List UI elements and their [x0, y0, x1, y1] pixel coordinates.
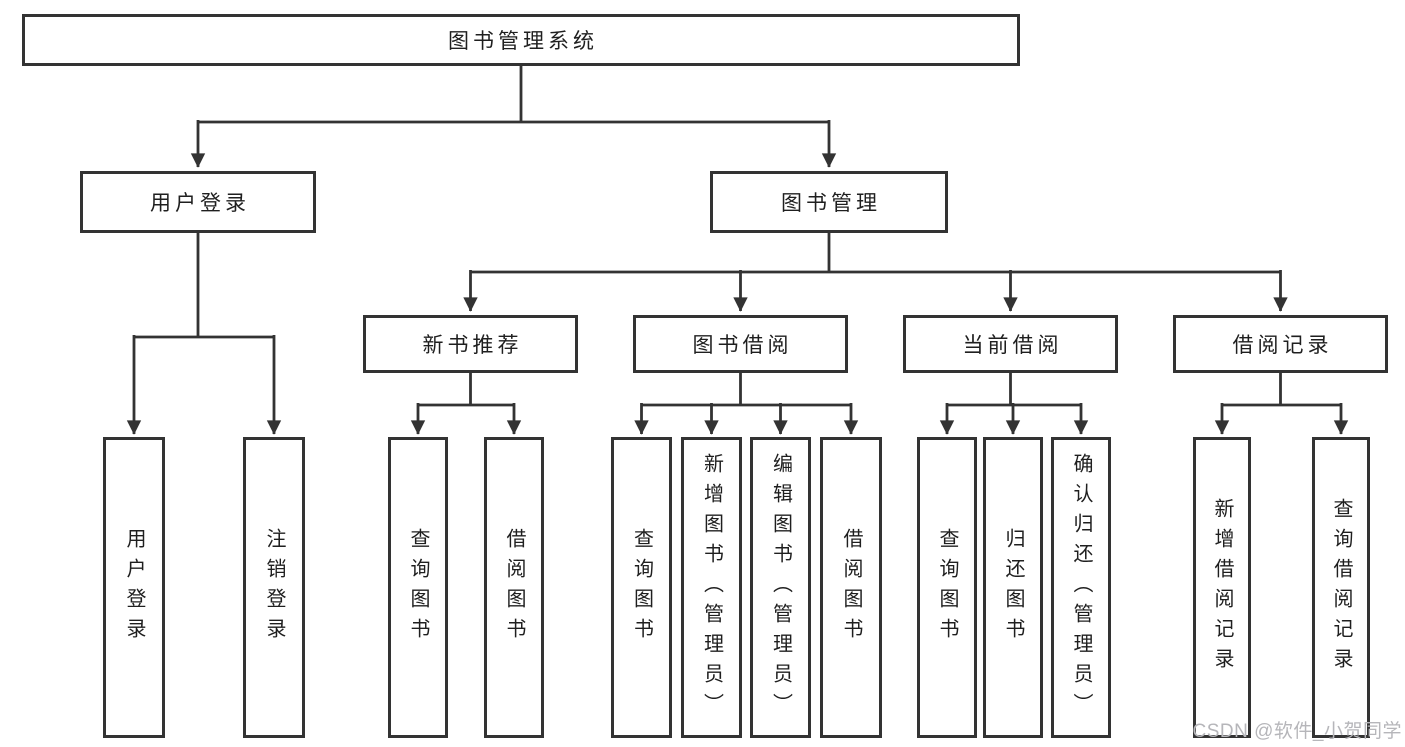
node-label: 借阅图书	[503, 527, 525, 648]
node-leaf-query-borrow-record: 查询借阅记录	[1312, 437, 1370, 738]
node-leaf-confirm-return-admin: 确认归还（管理员）	[1051, 437, 1111, 738]
node-label: 借阅记录	[1232, 334, 1333, 357]
node-label: 新书推荐	[422, 334, 523, 357]
node-book-borrowing: 图书借阅	[633, 315, 848, 373]
node-leaf-return-books: 归还图书	[983, 437, 1043, 738]
node-label: 用户登录	[150, 192, 250, 215]
node-borrow-records: 借阅记录	[1173, 315, 1388, 373]
node-root-system: 图书管理系统	[22, 14, 1020, 66]
node-label: 用户登录	[123, 527, 145, 648]
node-label: 归还图书	[1002, 527, 1024, 648]
node-label: 编辑图书（管理员）	[769, 452, 792, 723]
node-label: 查询图书	[630, 527, 653, 648]
node-leaf-add-borrow-record: 新增借阅记录	[1193, 437, 1251, 738]
node-label: 查询图书	[407, 527, 429, 648]
node-user-login: 用户登录	[80, 171, 316, 233]
node-leaf-user-login: 用户登录	[103, 437, 165, 738]
node-leaf-borrow-books-recommend: 借阅图书	[484, 437, 544, 738]
node-label: 查询图书	[936, 527, 958, 648]
node-label: 当前借阅	[962, 334, 1063, 357]
node-book-management: 图书管理	[710, 171, 948, 233]
node-label: 查询借阅记录	[1330, 497, 1352, 678]
node-leaf-logout: 注销登录	[243, 437, 305, 738]
node-leaf-query-books-recommend: 查询图书	[388, 437, 448, 738]
node-label: 借阅图书	[840, 527, 862, 648]
node-label: 新增借阅记录	[1211, 497, 1233, 678]
node-label: 注销登录	[263, 527, 285, 648]
node-leaf-query-books-borrowing: 查询图书	[611, 437, 672, 738]
node-label: 图书借阅	[692, 334, 793, 357]
node-current-borrowing: 当前借阅	[903, 315, 1118, 373]
node-leaf-borrow-books: 借阅图书	[820, 437, 882, 738]
node-leaf-add-books-admin: 新增图书（管理员）	[681, 437, 742, 738]
node-label: 图书管理系统	[448, 30, 598, 53]
csdn-watermark: CSDN @软件_小贺同学	[1192, 721, 1402, 742]
node-leaf-edit-books-admin: 编辑图书（管理员）	[750, 437, 811, 738]
node-label: 新增图书（管理员）	[700, 452, 723, 723]
node-new-book-recommend: 新书推荐	[363, 315, 578, 373]
node-leaf-query-books-current: 查询图书	[917, 437, 977, 738]
node-label: 确认归还（管理员）	[1070, 452, 1092, 723]
node-label: 图书管理	[781, 192, 881, 215]
